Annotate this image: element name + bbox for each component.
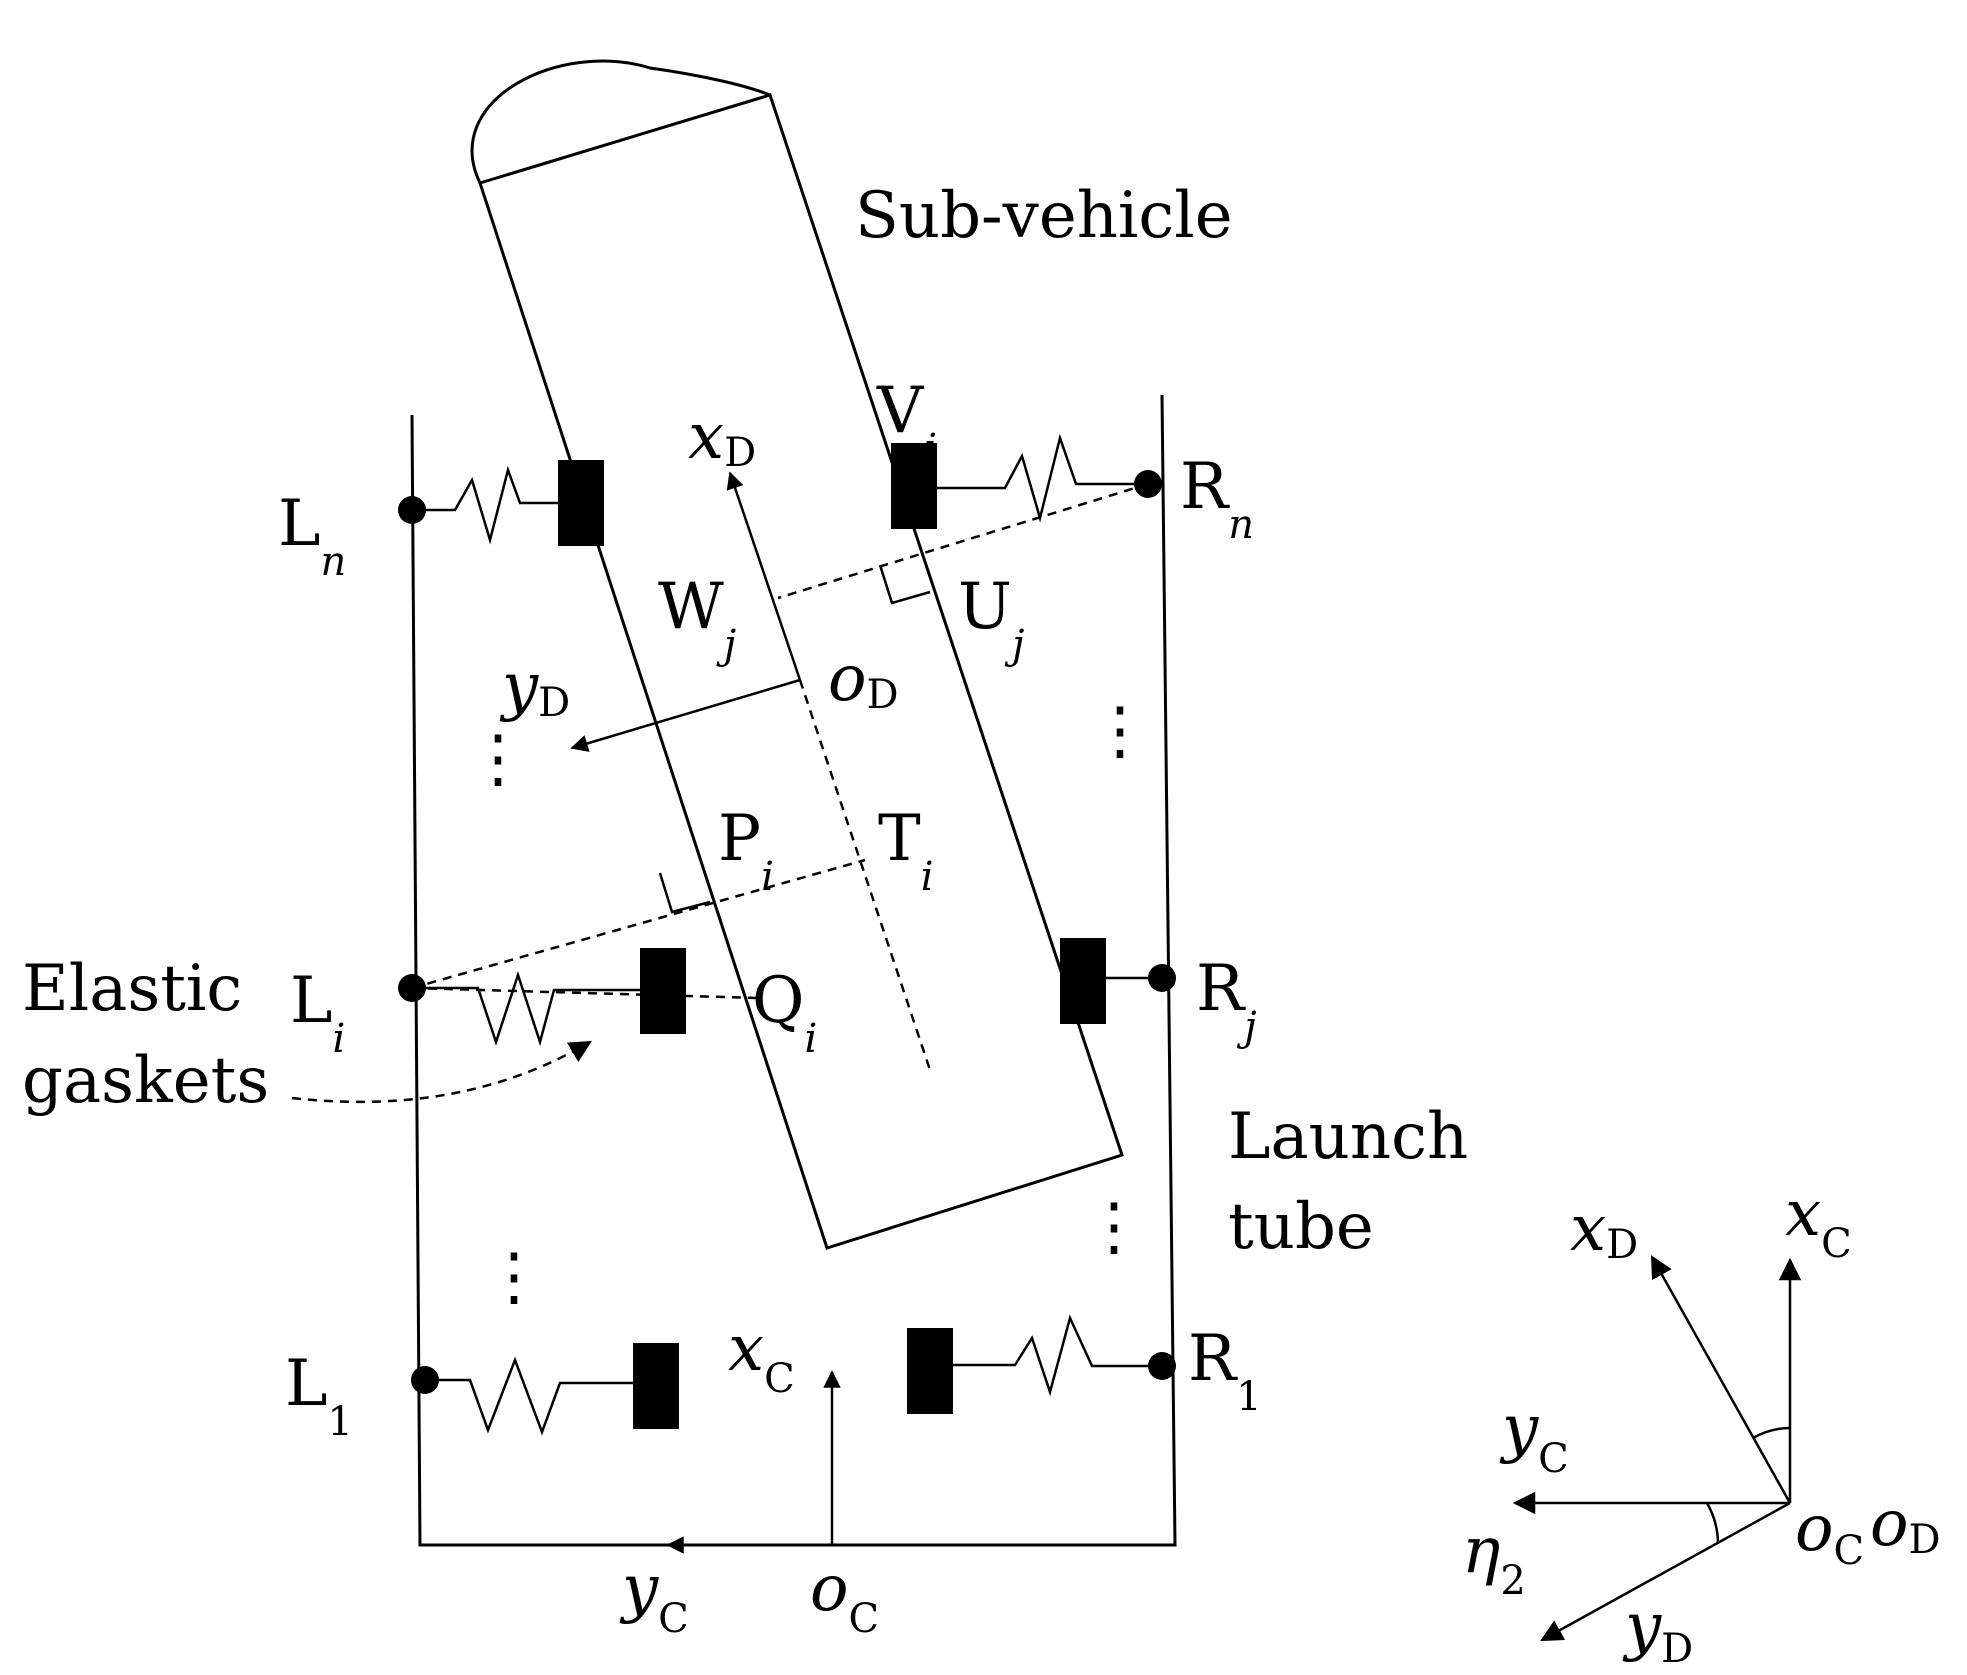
label-xD: xD <box>688 400 756 476</box>
label-yC: yC <box>619 1552 689 1642</box>
dash-Li-Ti <box>411 858 866 990</box>
ellipsis-left-upper: ⋮ <box>466 722 530 796</box>
label-Uj: Uj <box>958 570 1024 668</box>
label-launch: Launch <box>1228 1100 1468 1174</box>
inset-label-xC: xC <box>1785 1177 1852 1267</box>
inset-coordinate-systems <box>1512 1255 1802 1642</box>
inset-label-yC: yC <box>1499 1392 1569 1482</box>
gasket-right-n <box>891 443 937 529</box>
spring-right-n <box>937 433 1148 523</box>
inset-label-eta2: η2 <box>1462 1514 1526 1604</box>
ellipsis-right-lower: ⋮ <box>1082 1190 1146 1264</box>
node-Rj <box>1148 964 1176 992</box>
label-oC: oC <box>810 1552 879 1642</box>
gasket-right-1 <box>907 1328 953 1414</box>
elastic-gaskets <box>558 443 1106 1429</box>
spring-left-1 <box>425 1356 633 1436</box>
dash-Li-Qi <box>411 986 759 1000</box>
dash-Rn-Wj <box>777 482 1149 600</box>
label-Ti: Ti <box>878 802 933 900</box>
label-Ln: Ln <box>278 487 346 585</box>
inset-label-xD: xD <box>1570 1192 1638 1268</box>
gasket-left-n <box>558 460 604 546</box>
inset-yD-arrow <box>1540 1501 1791 1642</box>
label-elastic: Elastic <box>22 952 242 1026</box>
label-Rj: Rj <box>1196 952 1257 1050</box>
label-sub-vehicle: Sub-vehicle <box>855 179 1233 253</box>
right-angle-Pi <box>658 872 711 914</box>
label-tube: tube <box>1228 1190 1374 1264</box>
gasket-right-j <box>1060 938 1106 1024</box>
label-yD: yD <box>499 650 570 726</box>
label-Pi: Pi <box>718 802 774 900</box>
inset-label-oD: oD <box>1870 1487 1941 1563</box>
label-gaskets: gaskets <box>22 1044 269 1118</box>
label-Li: Li <box>290 964 345 1062</box>
gasket-left-1 <box>633 1343 679 1429</box>
label-Qi: Qi <box>752 964 817 1062</box>
label-xC: xC <box>728 1312 795 1402</box>
inset-label-oC: oC <box>1795 1492 1864 1574</box>
label-oD: oD <box>828 642 899 718</box>
dash-vehicle-axis <box>798 679 932 1071</box>
label-L1: L1 <box>285 1347 353 1445</box>
label-Rn: Rn <box>1180 450 1254 548</box>
inset-xD-arrow <box>1650 1255 1792 1504</box>
construction-lines <box>411 482 1149 1071</box>
label-R1: R1 <box>1188 1322 1262 1420</box>
spring-left-i <box>412 970 640 1047</box>
ellipsis-right-upper: ⋮ <box>1088 694 1152 768</box>
sub-vehicle-body <box>470 59 1124 1250</box>
inset-angle-top <box>1752 1426 1791 1440</box>
axis-xD-arrow <box>726 471 802 681</box>
right-angle-Uj <box>878 564 931 605</box>
springs <box>412 433 1162 1436</box>
inset-angle-bottom <box>1705 1502 1720 1544</box>
ellipsis-left-lower: ⋮ <box>482 1240 546 1314</box>
spring-left-n <box>412 465 558 545</box>
node-R1 <box>1148 1352 1176 1380</box>
axis-yD-arrow <box>570 678 801 752</box>
node-L1 <box>411 1366 439 1394</box>
body-axes <box>570 471 841 1554</box>
text-labels: Sub-vehicle Elastic gaskets Launch tube … <box>22 179 1941 1672</box>
spring-right-1 <box>953 1314 1162 1397</box>
gasket-left-i <box>640 948 686 1034</box>
label-Vj: Vj <box>876 374 936 472</box>
ellipses: ⋮ ⋮ ⋮ ⋮ <box>466 694 1152 1314</box>
node-Ln <box>398 496 426 524</box>
inset-label-yD: yD <box>1622 1590 1693 1672</box>
label-Wj: Wj <box>658 570 736 668</box>
